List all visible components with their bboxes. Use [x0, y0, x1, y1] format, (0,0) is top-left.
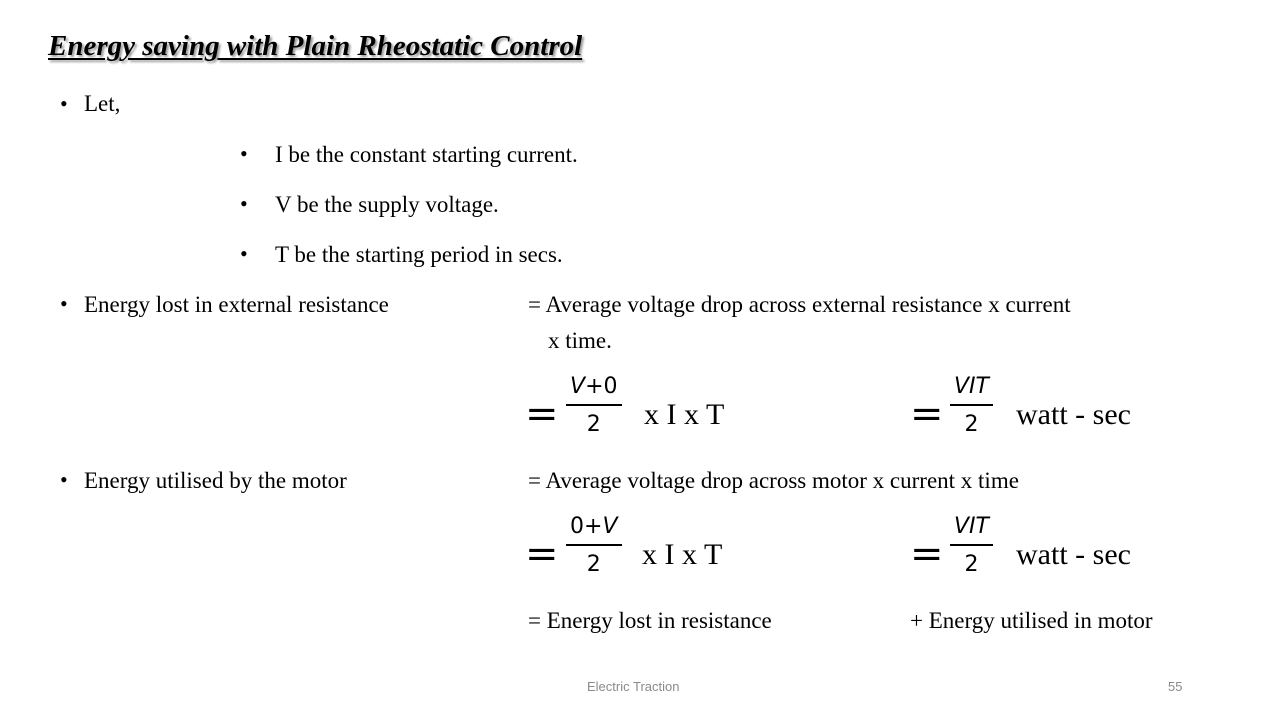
unit-watt-sec: watt - sec	[1016, 398, 1131, 431]
fraction-denominator: 2	[964, 412, 979, 437]
fraction-denominator: 2	[586, 412, 601, 437]
fraction-bar	[950, 544, 993, 546]
bullet-icon	[60, 294, 70, 304]
summary-energy-lost: = Energy lost in resistance	[528, 608, 772, 633]
energy-lost-definition-cont: x time.	[548, 328, 612, 353]
fraction-numerator: VIT	[954, 514, 989, 539]
fraction-vit-over-2: VIT 2	[950, 374, 993, 438]
summary-energy-utilised: + Energy utilised in motor	[910, 608, 1153, 633]
bullet-icon	[60, 470, 70, 480]
equals-sign: =	[910, 531, 944, 577]
fraction-numerator: VIT	[954, 374, 989, 399]
fraction-numerator-op: +0	[585, 374, 618, 399]
energy-lost-label: Energy lost in external resistance	[84, 292, 389, 317]
bullet-icon	[60, 94, 70, 104]
energy-lost-definition: = Average voltage drop across external r…	[528, 292, 1071, 317]
fraction-vit-over-2: VIT 2	[950, 514, 993, 578]
equals-sign: =	[910, 391, 944, 437]
fraction-denominator: 2	[964, 552, 979, 577]
footer-title: Electric Traction	[587, 679, 680, 694]
let-label: Let,	[84, 91, 121, 116]
fraction-0-plus-v-over-2: 0+V 2	[566, 514, 622, 578]
fraction-bar	[566, 404, 622, 406]
fraction-numerator-var: V	[602, 514, 618, 539]
bullet-icon	[240, 194, 250, 204]
unit-watt-sec: watt - sec	[1016, 538, 1131, 571]
slide-title: Energy saving with Plain Rheostatic Cont…	[48, 30, 583, 62]
fraction-numerator-op: 0+	[570, 514, 603, 539]
definition-voltage: V be the supply voltage.	[275, 192, 499, 217]
expression-i-t: x I x T	[642, 538, 723, 571]
page-number: 55	[1168, 679, 1183, 694]
fraction-v-plus-0-over-2: V+0 2	[566, 374, 622, 438]
fraction-denominator: 2	[586, 552, 601, 577]
energy-utilised-definition: = Average voltage drop across motor x cu…	[528, 468, 1019, 493]
fraction-bar	[950, 404, 993, 406]
fraction-bar	[566, 544, 622, 546]
fraction-numerator-var: V	[570, 374, 586, 399]
expression-i-t: x I x T	[644, 398, 725, 431]
bullet-icon	[240, 144, 250, 154]
definition-current: I be the constant starting current.	[275, 142, 578, 167]
energy-utilised-label: Energy utilised by the motor	[84, 468, 347, 493]
equals-sign: =	[525, 391, 559, 437]
definition-period: T be the starting period in secs.	[275, 242, 563, 267]
equals-sign: =	[525, 531, 559, 577]
bullet-icon	[240, 244, 250, 254]
